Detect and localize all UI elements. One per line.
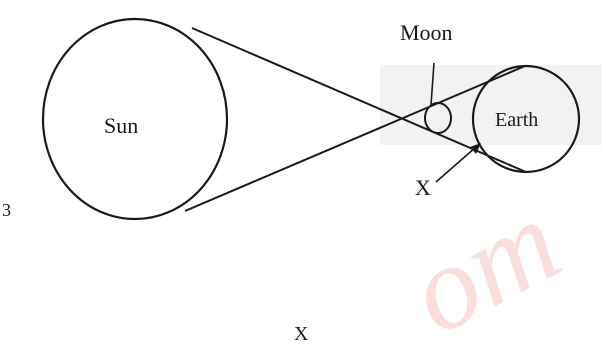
moon-label: Moon <box>400 20 453 45</box>
earth-label: Earth <box>495 109 538 131</box>
sun-label: Sun <box>104 113 138 138</box>
x-point-label: X <box>415 175 431 200</box>
question-number: 3 <box>2 200 11 220</box>
background-shading <box>380 65 602 145</box>
x-arrow-line <box>436 147 476 182</box>
bottom-x-label: X <box>294 323 309 345</box>
